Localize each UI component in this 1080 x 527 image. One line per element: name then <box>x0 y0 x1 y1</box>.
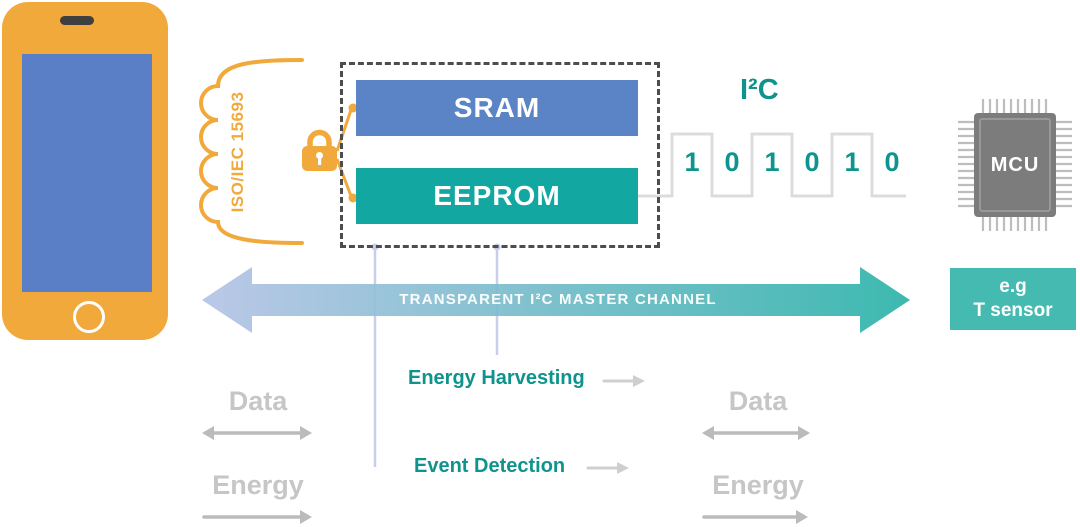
i2c-waveform-icon <box>638 132 906 198</box>
antenna-coil-icon <box>199 58 304 245</box>
feature-connector-lines <box>371 243 501 467</box>
i2c-bit: 1 <box>844 147 860 177</box>
iso-standard-label: ISO/IEC 15693 <box>228 91 247 213</box>
channel-label: TRANSPARENT I²C MASTER CHANNEL <box>399 291 717 308</box>
sram-block: SRAM <box>356 80 638 136</box>
phone-speaker-icon <box>60 16 94 25</box>
lock-icon <box>302 129 337 171</box>
mcu-chip-icon <box>958 99 1072 231</box>
transparent-i2c-channel-arrow <box>202 267 910 333</box>
sensor-box: e.g T sensor <box>950 268 1076 330</box>
right-energy-arrow-icon <box>702 510 808 524</box>
mcu-label: MCU <box>990 153 1040 176</box>
i2c-label: I²C <box>740 74 779 106</box>
i2c-bit: 0 <box>804 147 820 177</box>
right-energy-label: Energy <box>712 470 804 500</box>
nfc-tag-dashed-box <box>340 62 660 248</box>
phone-home-button-icon <box>73 301 105 333</box>
eeprom-block: EEPROM <box>356 168 638 224</box>
left-data-label: Data <box>228 386 288 416</box>
right-data-label: Data <box>728 386 788 416</box>
event-detection-label: Event Detection <box>414 455 566 477</box>
i2c-bit: 0 <box>884 147 900 177</box>
sensor-label-line1: e.g <box>999 276 1027 298</box>
i2c-bit: 0 <box>724 147 740 177</box>
eeprom-label: EEPROM <box>433 180 561 211</box>
i2c-bit: 1 <box>764 147 780 177</box>
left-data-double-arrow-icon <box>202 426 312 440</box>
energy-harvesting-arrow-icon <box>602 375 645 387</box>
event-detection-arrow-icon <box>586 462 629 474</box>
phone-screen <box>22 54 152 292</box>
energy-harvesting-label: Energy Harvesting <box>408 367 585 389</box>
left-energy-label: Energy <box>212 470 304 500</box>
phone-icon <box>2 2 168 340</box>
sensor-label-line2: T sensor <box>973 300 1053 321</box>
left-energy-arrow-icon <box>202 510 312 524</box>
lock-connector-lines <box>335 103 358 203</box>
right-data-double-arrow-icon <box>702 426 810 440</box>
sram-label: SRAM <box>453 92 541 123</box>
i2c-bit: 1 <box>684 147 700 177</box>
